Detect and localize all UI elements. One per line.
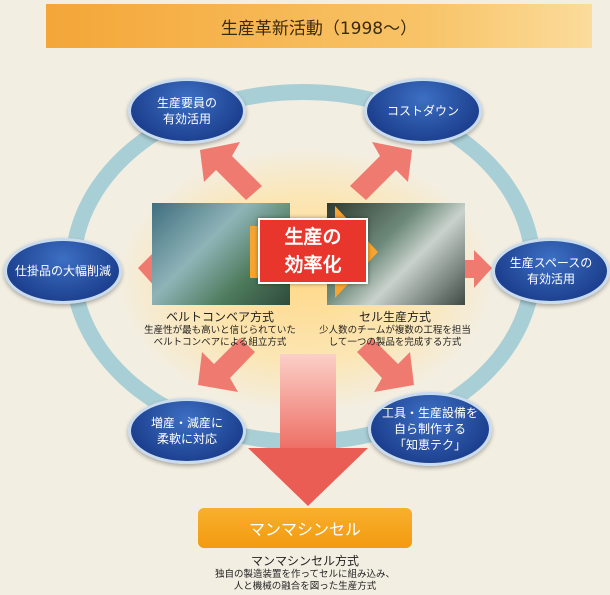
belt-desc: 生産性が最も高いと信じられていた ベルトコンベアによる組立方式 [144,325,296,348]
node-chie-tech: 工具・生産設備を 自ら制作する 「知恵テク」 [368,392,492,466]
node-space-utilization: 生産スペースの 有効活用 [492,238,610,304]
cell-caption: セル生産方式 少人数のチームが複数の工程を担当 して一つの製品を完成する方式 [300,308,490,349]
title-banner: 生産革新活動（1998〜） [46,4,592,48]
man-machine-cell-button[interactable]: マンマシンセル [198,508,412,548]
cell-title: セル生産方式 [358,310,431,324]
cell-desc: 少人数のチームが複数の工程を担当 して一つの製品を完成する方式 [319,325,471,348]
arrow-top-left [200,142,262,200]
result-desc: 独自の製造装置を作ってセルに組み込み、 人と機械の融合を図った生産方式 [214,569,396,592]
node-staff-utilization: 生産要員の 有効活用 [128,78,246,144]
node-flexible-production: 増産・減産に 柔軟に対応 [128,398,246,464]
node-cost-down: コストダウン [364,78,482,144]
node-wip-reduction: 仕掛品の大幅削減 [4,238,122,304]
result-caption: マンマシンセル方式 独自の製造装置を作ってセルに組み込み、 人と機械の融合を図っ… [170,552,440,593]
arrow-bottom-right [357,338,414,392]
efficiency-label: 生産の 効率化 [258,218,368,284]
arrow-bottom-left [198,338,255,392]
belt-title: ベルトコンベア方式 [165,310,274,324]
arrow-top-right [350,142,412,200]
result-title: マンマシンセル方式 [250,554,359,568]
arrow-right [458,250,492,288]
down-arrow-shaft [280,354,336,448]
belt-caption: ベルトコンベア方式 生産性が最も高いと信じられていた ベルトコンベアによる組立方… [120,308,320,349]
down-arrow-head [248,448,368,506]
